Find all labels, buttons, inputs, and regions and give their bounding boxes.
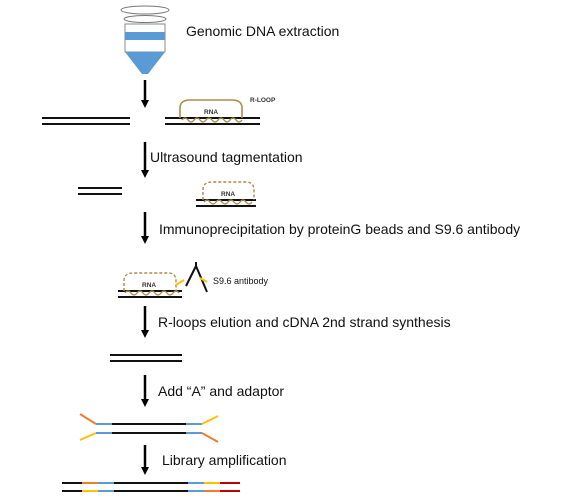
step-6-label: Library amplification (162, 452, 287, 468)
step-5-label: Add “A” and adaptor (158, 383, 284, 399)
step-3-label: Immunoprecipitation by proteinG beads an… (159, 221, 520, 237)
ip-complex: RNA (118, 272, 185, 298)
step-1-label: Genomic DNA extraction (186, 23, 339, 39)
rloop-dna: RNA R-LOOP (165, 97, 276, 125)
rna-label-2: RNA (221, 191, 235, 198)
tube-icon (120, 5, 170, 74)
rna-label-1: RNA (204, 109, 218, 116)
double-strand-cdna (110, 354, 182, 362)
rloop-label: R-LOOP (250, 97, 276, 104)
amplified-library (62, 482, 240, 492)
fragmented-dna (78, 187, 122, 195)
rna-label-3: RNA (142, 282, 156, 289)
genomic-dna (42, 117, 130, 125)
step-4-label: R-loops elution and cDNA 2nd strand synt… (158, 314, 451, 330)
fragmented-rloop: RNA (196, 181, 256, 207)
step-2-label: Ultrasound tagmentation (150, 149, 303, 165)
adaptor-ligated-dna (79, 413, 219, 443)
antibody-label: S9.6 antibody (213, 276, 269, 286)
antibody-icon (185, 262, 208, 293)
